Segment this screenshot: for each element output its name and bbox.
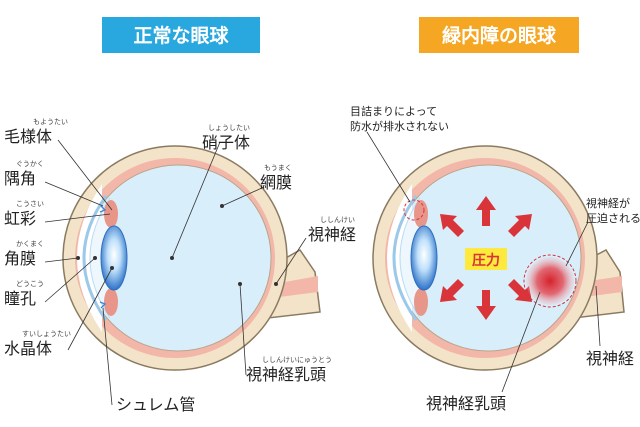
ciliary-body-label: 毛様体 (4, 127, 52, 146)
crystalline-lens (100, 225, 128, 291)
cornea-ruby: かくまく (16, 240, 44, 248)
normal-leader-dots (76, 204, 278, 286)
blocked-drainage-circle (403, 199, 425, 221)
optic-nerve-ruby: ししんけい (320, 216, 355, 224)
optic-nerve-label: 視神経 (308, 225, 356, 244)
normal-eye-labels: もようたい 毛様体 ぐうかく 隅角 こうさい 虹彩 かくまく 角膜 どうこう 瞳… (4, 118, 356, 414)
normal-eye-illustration (44, 139, 321, 406)
schlemm-marker-lower (99, 301, 107, 309)
normal-leader-lines (44, 139, 307, 406)
pupil-ruby: どうこう (16, 280, 44, 288)
nerve-note-leader (565, 221, 589, 267)
nerve-note-line2: 圧迫される (586, 211, 640, 225)
schlemm-canal-label: シュレム管 (116, 395, 195, 414)
nerve-note-line1: 視神経が (586, 196, 630, 210)
glaucoma-cornea (392, 195, 418, 321)
vitreous-label: 硝子体 (202, 133, 250, 152)
glaucoma-eye-illustration: 圧力 (366, 131, 625, 393)
glaucoma-lens (410, 225, 438, 291)
angle-ruby: ぐうかく (16, 160, 44, 168)
pupil-label: 瞳孔 (4, 289, 36, 308)
optic-disc-label: 視神経乳頭 (246, 365, 326, 384)
glaucoma-optic-disc-label: 視神経乳頭 (426, 394, 506, 413)
glaucoma-eye-title-banner: 緑内障の眼球 (419, 17, 579, 53)
retina-ruby: もうまく (264, 164, 292, 172)
drainage-note-leader (366, 131, 411, 203)
pressure-arrow-up (476, 196, 496, 226)
retina-label: 網膜 (260, 173, 292, 192)
pressure-arrow-up-left (440, 214, 464, 237)
glaucoma-iris-lower (414, 288, 428, 316)
normal-title-bg (102, 17, 260, 53)
pressure-arrow-down (476, 290, 496, 320)
iris-ruby: こうさい (16, 200, 44, 208)
schlemm-marker-upper (99, 205, 107, 213)
iris-label: 虹彩 (4, 209, 36, 228)
glaucoma-optic-disc-leader (501, 291, 541, 393)
lens-ruby: すいしょうたい (22, 330, 71, 338)
compressed-nerve-circle (523, 254, 577, 308)
normal-eye-title: 正常な眼球 (133, 24, 229, 47)
pressure-arrow-down-right (508, 279, 532, 302)
normal-eye-title-banner: 正常な眼球 (102, 17, 260, 53)
glaucoma-iris-upper (414, 200, 428, 228)
drainage-note-line2: 防水が排水されない (350, 119, 449, 133)
cornea (82, 195, 108, 321)
glaucoma-eye-title: 緑内障の眼球 (442, 24, 557, 47)
ciliary-body-ruby: もようたい (33, 118, 68, 126)
pressure-arrows (440, 196, 532, 320)
iris-lower (104, 288, 118, 316)
cornea-label: 角膜 (4, 249, 36, 268)
iris-upper (104, 200, 118, 228)
optic-disc-ruby: ししんけいにゅうとう (262, 356, 332, 364)
glaucoma-optic-nerve-label: 視神経 (586, 349, 634, 368)
glaucoma-title-bg (419, 17, 579, 53)
glaucoma-optic-nerve-leader (595, 285, 601, 347)
pressure-arrow-up-right (508, 214, 532, 237)
glaucoma-anterior-chamber (399, 197, 421, 319)
lens-label: 水晶体 (4, 339, 52, 358)
angle-label: 隅角 (4, 169, 36, 188)
pressure-label-bg (465, 248, 507, 270)
pressure-arrow-down-left (440, 279, 464, 302)
vitreous-ruby: しょうしたい (208, 124, 250, 132)
glaucoma-eye-labels: 目詰まりによって 防水が排水されない 視神経が 圧迫される 視神経乳頭 視神経 (350, 104, 640, 413)
drainage-note-line1: 目詰まりによって (350, 104, 437, 118)
pressure-label: 圧力 (472, 252, 500, 269)
compressed-nerve-region (526, 257, 574, 305)
